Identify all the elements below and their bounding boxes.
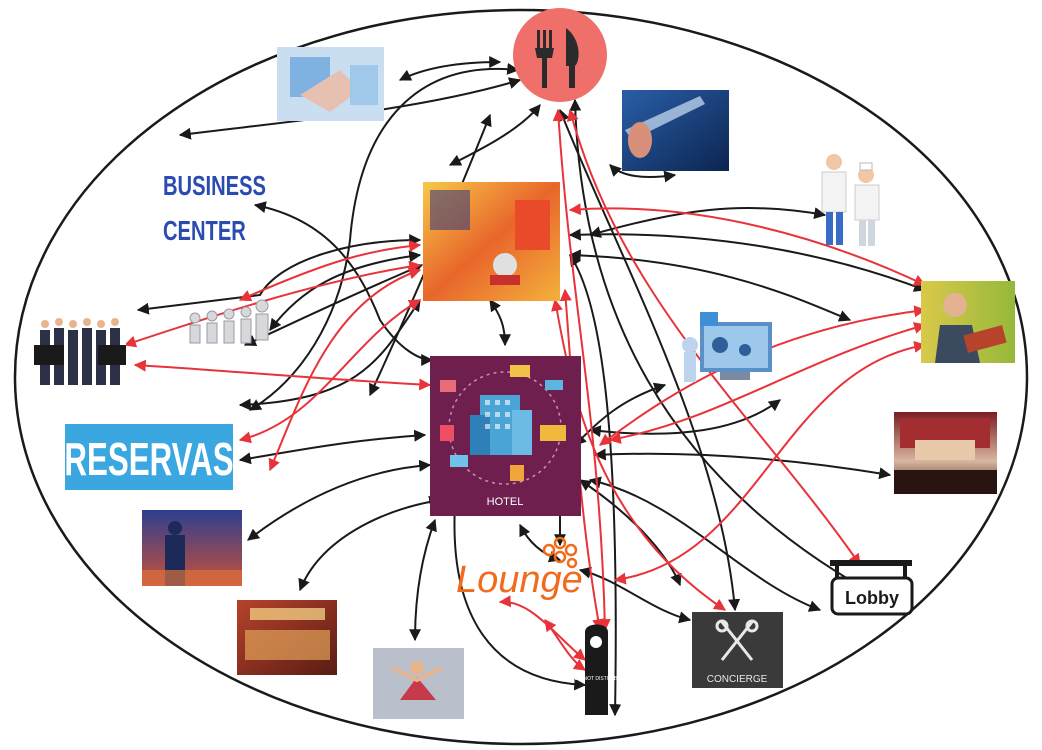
- lounge-label: Lounge: [456, 559, 583, 601]
- lobby-sign: Lobby: [830, 560, 914, 616]
- banquet-photo: [237, 600, 337, 675]
- receptionist-photo: [921, 281, 1015, 363]
- reservas-banner: RESERVAS: [64, 424, 234, 490]
- lounge-logo: Lounge: [456, 536, 583, 601]
- door-hanger: DO NOT DISTURB: [575, 624, 618, 715]
- team-photo: [34, 318, 126, 392]
- hotel-icon: HOTEL: [430, 356, 581, 516]
- bartender-photo: [622, 90, 729, 171]
- fork-knife-icon: [535, 28, 579, 88]
- restaurant-icon: [513, 8, 607, 102]
- lobby-label: Lobby: [845, 588, 899, 608]
- reservas-label: RESERVAS: [64, 434, 233, 485]
- chefs-illustration: [821, 154, 880, 246]
- business-center-line2: CENTER: [163, 216, 246, 247]
- auditorium-photo: [894, 412, 997, 494]
- concierge-sign: CONCIERGE: [692, 612, 783, 688]
- performer-photo: [142, 510, 242, 586]
- do-not-disturb-label: DO NOT DISTURB: [575, 676, 618, 682]
- meeting-photo: [277, 47, 384, 121]
- business-center-line1: BUSINESS: [163, 171, 266, 202]
- concierge-label: CONCIERGE: [707, 674, 768, 685]
- dancer-photo: [373, 648, 464, 719]
- outer-ellipse: [13, 8, 1029, 746]
- maintenance-illustration: [682, 312, 772, 382]
- business-center-label: BUSINESS CENTER: [163, 171, 266, 247]
- reception-photo: [423, 182, 560, 301]
- stickmen-illustration: [189, 299, 269, 344]
- hotel-label: HOTEL: [487, 496, 524, 508]
- crossed-keys-icon: [715, 619, 759, 661]
